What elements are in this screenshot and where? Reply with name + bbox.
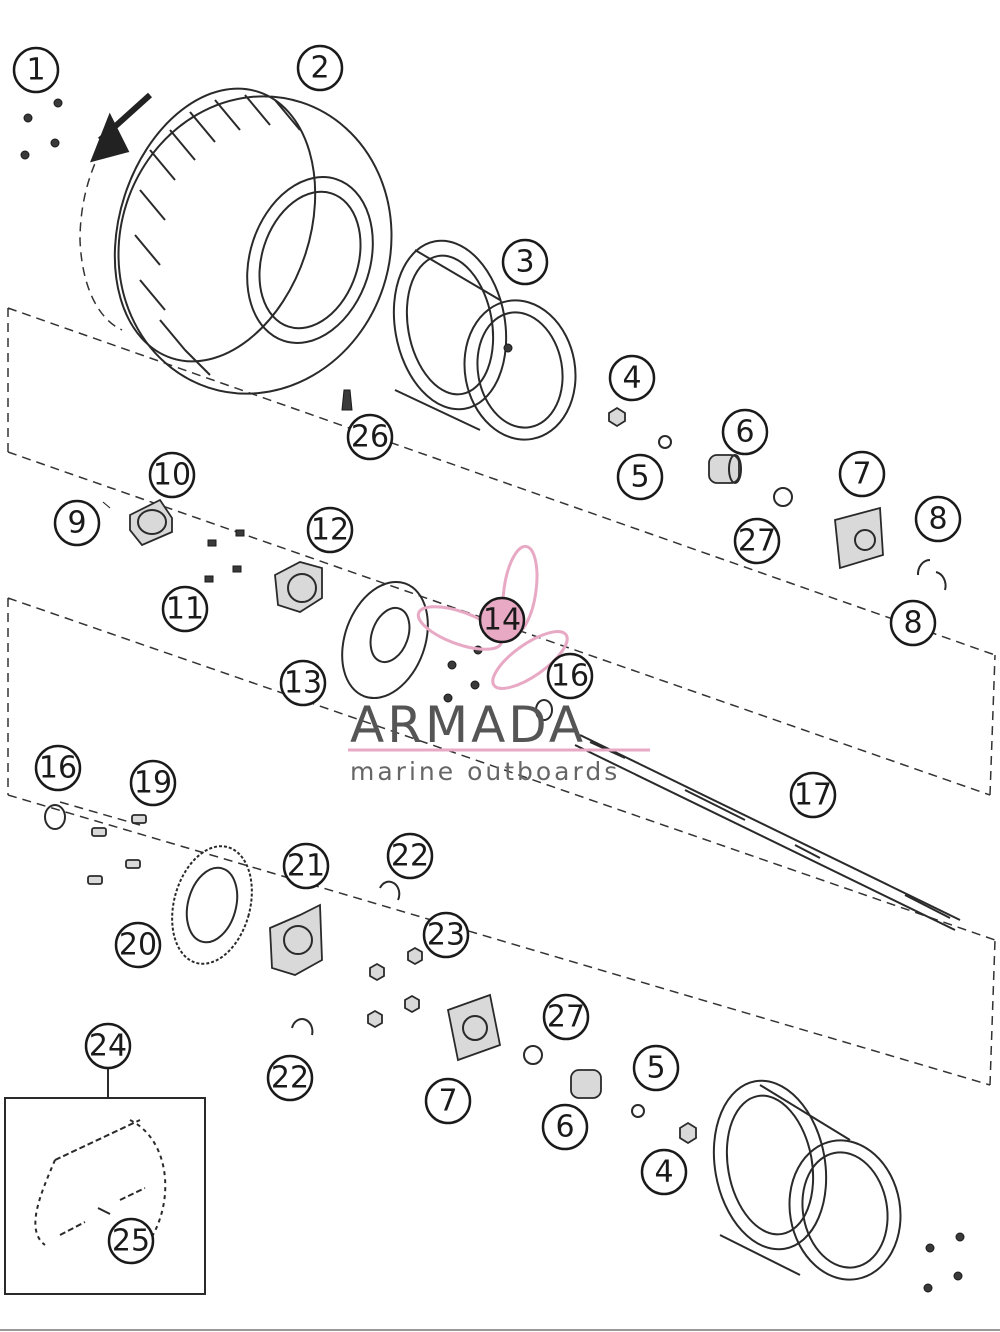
callout-22-lower-text: 22	[271, 1061, 309, 1096]
callout-11: 11	[161, 585, 209, 633]
axle-shaft	[574, 734, 961, 931]
watermark: ARMADA marine outboards	[348, 544, 650, 786]
callout-27-upper-text: 27	[738, 524, 776, 559]
callout-8-bottom: 8	[889, 599, 937, 647]
callout-27-lower: 27	[542, 993, 590, 1041]
callout-17: 17	[789, 771, 837, 819]
callout-16-lower-text: 16	[39, 751, 77, 786]
callout-20-text: 20	[119, 928, 157, 963]
callout-4-upper-text: 4	[622, 361, 641, 396]
callout-9: 9	[53, 499, 101, 547]
callout-8-top: 8	[914, 495, 962, 543]
callout-6-lower: 6	[541, 1103, 589, 1151]
chain-kit-box	[4, 1068, 206, 1295]
callout-23-text: 23	[427, 918, 465, 953]
watermark-tagline: marine outboards	[350, 757, 620, 786]
watermark-brand: ARMADA	[350, 696, 586, 754]
callout-4-lower-text: 4	[654, 1155, 673, 1190]
wheel-nuts-upper	[20, 98, 63, 160]
callout-6-upper-text: 6	[735, 415, 754, 450]
rim-upper	[392, 239, 577, 441]
axle-clamp-parts	[102, 498, 323, 613]
callout-10: 10	[148, 451, 196, 499]
callout-26-text: 26	[351, 420, 389, 455]
callout-23: 23	[422, 911, 470, 959]
hub-carrier-parts	[269, 880, 423, 1036]
callout-5-lower-text: 5	[646, 1051, 665, 1086]
callout-24-text: 24	[89, 1029, 127, 1064]
callout-8-top-text: 8	[928, 502, 947, 537]
callout-5-upper: 5	[616, 453, 664, 501]
callout-4-lower: 4	[640, 1148, 688, 1196]
callout-12: 12	[306, 506, 354, 554]
sprocket-parts	[44, 699, 553, 965]
callout-25-text: 25	[112, 1224, 150, 1259]
callout-21-text: 21	[287, 849, 325, 884]
callout-19: 19	[129, 759, 177, 807]
hub-parts-lower	[446, 993, 697, 1145]
callout-3-text: 3	[515, 245, 534, 280]
callout-26: 26	[346, 413, 394, 461]
callout-13: 13	[279, 659, 327, 707]
callout-22-upper: 22	[386, 832, 434, 880]
rim-lower	[712, 1079, 902, 1281]
callout-25: 25	[107, 1217, 155, 1265]
callout-7-upper-text: 7	[852, 457, 871, 492]
callout-14-text: 14	[483, 603, 521, 638]
callout-21: 21	[282, 842, 330, 890]
callout-16-upper: 16	[546, 652, 594, 700]
tire	[79, 87, 393, 395]
valve	[341, 389, 353, 411]
callout-7-lower: 7	[424, 1077, 472, 1125]
callout-12-text: 12	[311, 513, 349, 548]
callout-24: 24	[84, 1022, 132, 1070]
callout-8-bottom-text: 8	[903, 606, 922, 641]
callout-2: 2	[296, 44, 344, 92]
callout-3: 3	[501, 238, 549, 286]
callout-16-upper-text: 16	[551, 659, 589, 694]
callout-7-upper: 7	[838, 450, 886, 498]
callout-19-text: 19	[134, 766, 172, 801]
callout-6-upper: 6	[721, 408, 769, 456]
rotation-arrow	[90, 92, 153, 163]
callout-16-lower: 16	[34, 744, 82, 792]
callout-17-text: 17	[794, 778, 832, 813]
callout-27-lower-text: 27	[547, 1000, 585, 1035]
callout-2-text: 2	[310, 51, 329, 86]
callout-27-upper: 27	[733, 517, 781, 565]
callout-1-text: 1	[26, 53, 45, 88]
callout-5-upper-text: 5	[630, 460, 649, 495]
callout-11-text: 11	[166, 592, 204, 627]
callout-20: 20	[114, 921, 162, 969]
callout-1: 1	[12, 46, 60, 94]
callout-10-text: 10	[153, 458, 191, 493]
callout-labels: 1 2 3 26 4 5 6 27 7 8 8 9 10 11 12 13 14…	[12, 44, 962, 1265]
callout-14: 14	[478, 596, 526, 644]
wheel-nuts-lower	[923, 1232, 965, 1293]
callout-22-upper-text: 22	[391, 839, 429, 874]
callout-4-upper: 4	[608, 354, 656, 402]
callout-7-lower-text: 7	[438, 1084, 457, 1119]
callout-9-text: 9	[67, 506, 86, 541]
callout-13-text: 13	[284, 666, 322, 701]
callout-22-lower: 22	[266, 1054, 314, 1102]
callout-5-lower: 5	[632, 1044, 680, 1092]
lower-guide-frame	[7, 597, 996, 1086]
hub-parts-upper	[608, 406, 947, 591]
callout-6-lower-text: 6	[555, 1110, 574, 1145]
